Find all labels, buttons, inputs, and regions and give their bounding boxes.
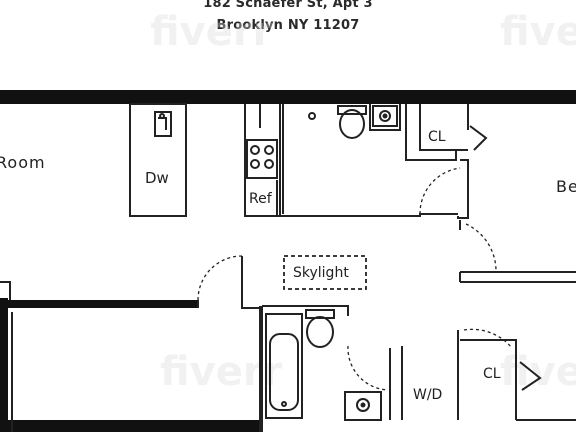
refrigerator-label: Ref (249, 191, 273, 207)
kitchen-counter (244, 104, 280, 217)
bedroom-door (419, 159, 497, 271)
lower-bathroom (259, 305, 403, 432)
closet-upper-label: CL (428, 129, 446, 145)
living-room-label: Room (0, 153, 46, 172)
dishwasher-label: Dw (145, 169, 169, 187)
watermark-text: fiverr (160, 349, 283, 395)
watermark-group: fiverr fiverr fiverr fiverr (150, 9, 576, 395)
closet-lower-label: CL (483, 366, 501, 382)
watermark-text: fiverr (500, 9, 576, 55)
address-line-2: Brooklyn NY 11207 (216, 18, 360, 33)
lower-closet (457, 328, 576, 421)
watermark-text: fiverr (150, 9, 273, 55)
bedroom-partition (459, 271, 576, 283)
exterior-walls (0, 90, 576, 432)
skylight (283, 255, 367, 290)
washer-dryer-label: W/D (413, 387, 442, 403)
hall-door (197, 255, 260, 309)
kitchen-island (129, 103, 187, 217)
address-line-1: 182 Schaefer St, Apt 3 (203, 0, 373, 11)
upper-closet (419, 104, 488, 151)
left-stub-walls (0, 281, 199, 432)
bedroom-label: Be (556, 177, 576, 196)
watermark-text: fiverr (500, 349, 576, 395)
skylight-label: Skylight (293, 265, 349, 281)
upper-bathroom (279, 104, 458, 217)
